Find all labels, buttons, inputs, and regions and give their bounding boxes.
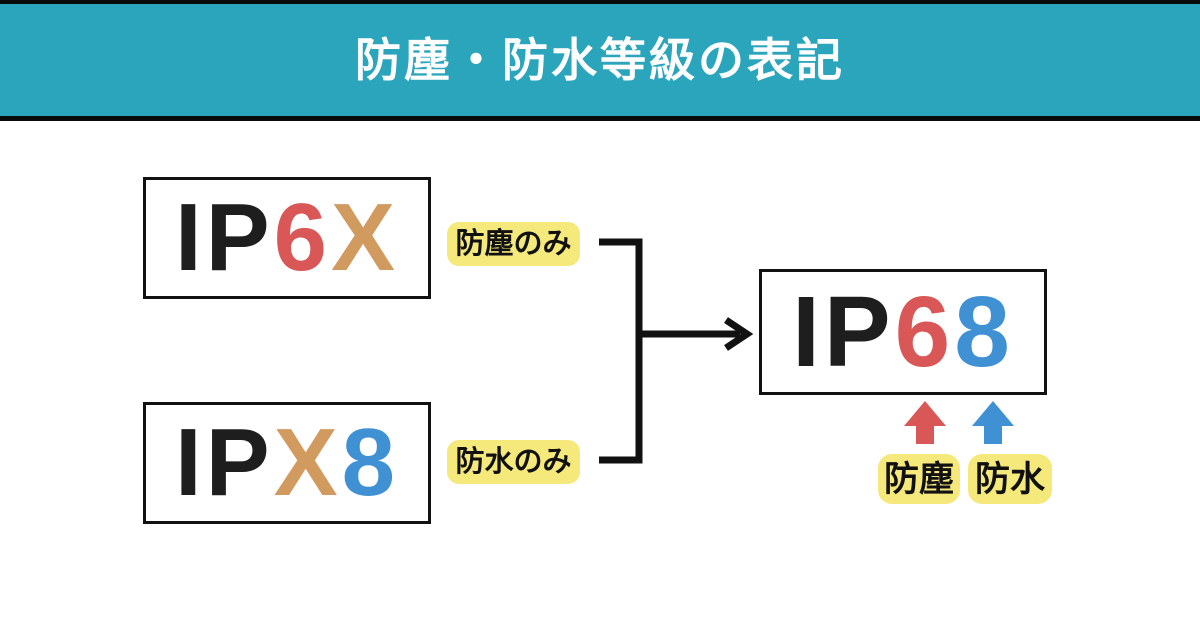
page-title: 防塵・防水等級の表記 xyxy=(355,34,845,86)
dust-only-label: 防塵のみ xyxy=(447,222,580,266)
ip68-segment-ip: IP xyxy=(792,276,895,388)
ipx8-segment-ip: IP xyxy=(174,409,274,516)
water-only-label: 防水のみ xyxy=(447,440,580,484)
header-banner: 防塵・防水等級の表記 xyxy=(0,0,1200,121)
dust-up-arrow-icon xyxy=(904,401,946,444)
ip68-segment-6: 6 xyxy=(894,276,955,388)
ip68-text: IP68 xyxy=(792,282,1014,382)
water-pointer-label: 防水 xyxy=(968,454,1052,504)
ip6x-segment-ip: IP xyxy=(174,184,274,291)
merge-arrow-head-icon xyxy=(724,317,754,351)
water-up-arrow-icon xyxy=(972,401,1014,444)
dust-pointer-label: 防塵 xyxy=(878,454,960,504)
ipx8-segment-x: X xyxy=(273,409,342,516)
ipx8-box: IPX8 xyxy=(143,402,431,524)
ip6x-text: IP6X xyxy=(175,190,399,286)
ip68-box: IP68 xyxy=(759,269,1047,395)
ipx8-text: IPX8 xyxy=(175,415,399,511)
ip68-segment-8: 8 xyxy=(954,276,1014,388)
ip6x-segment-x: X xyxy=(331,184,400,291)
merge-bracket-line xyxy=(599,238,643,464)
ip6x-segment-6: 6 xyxy=(273,184,332,291)
ip6x-box: IP6X xyxy=(143,177,431,299)
ipx8-segment-8: 8 xyxy=(341,409,400,516)
